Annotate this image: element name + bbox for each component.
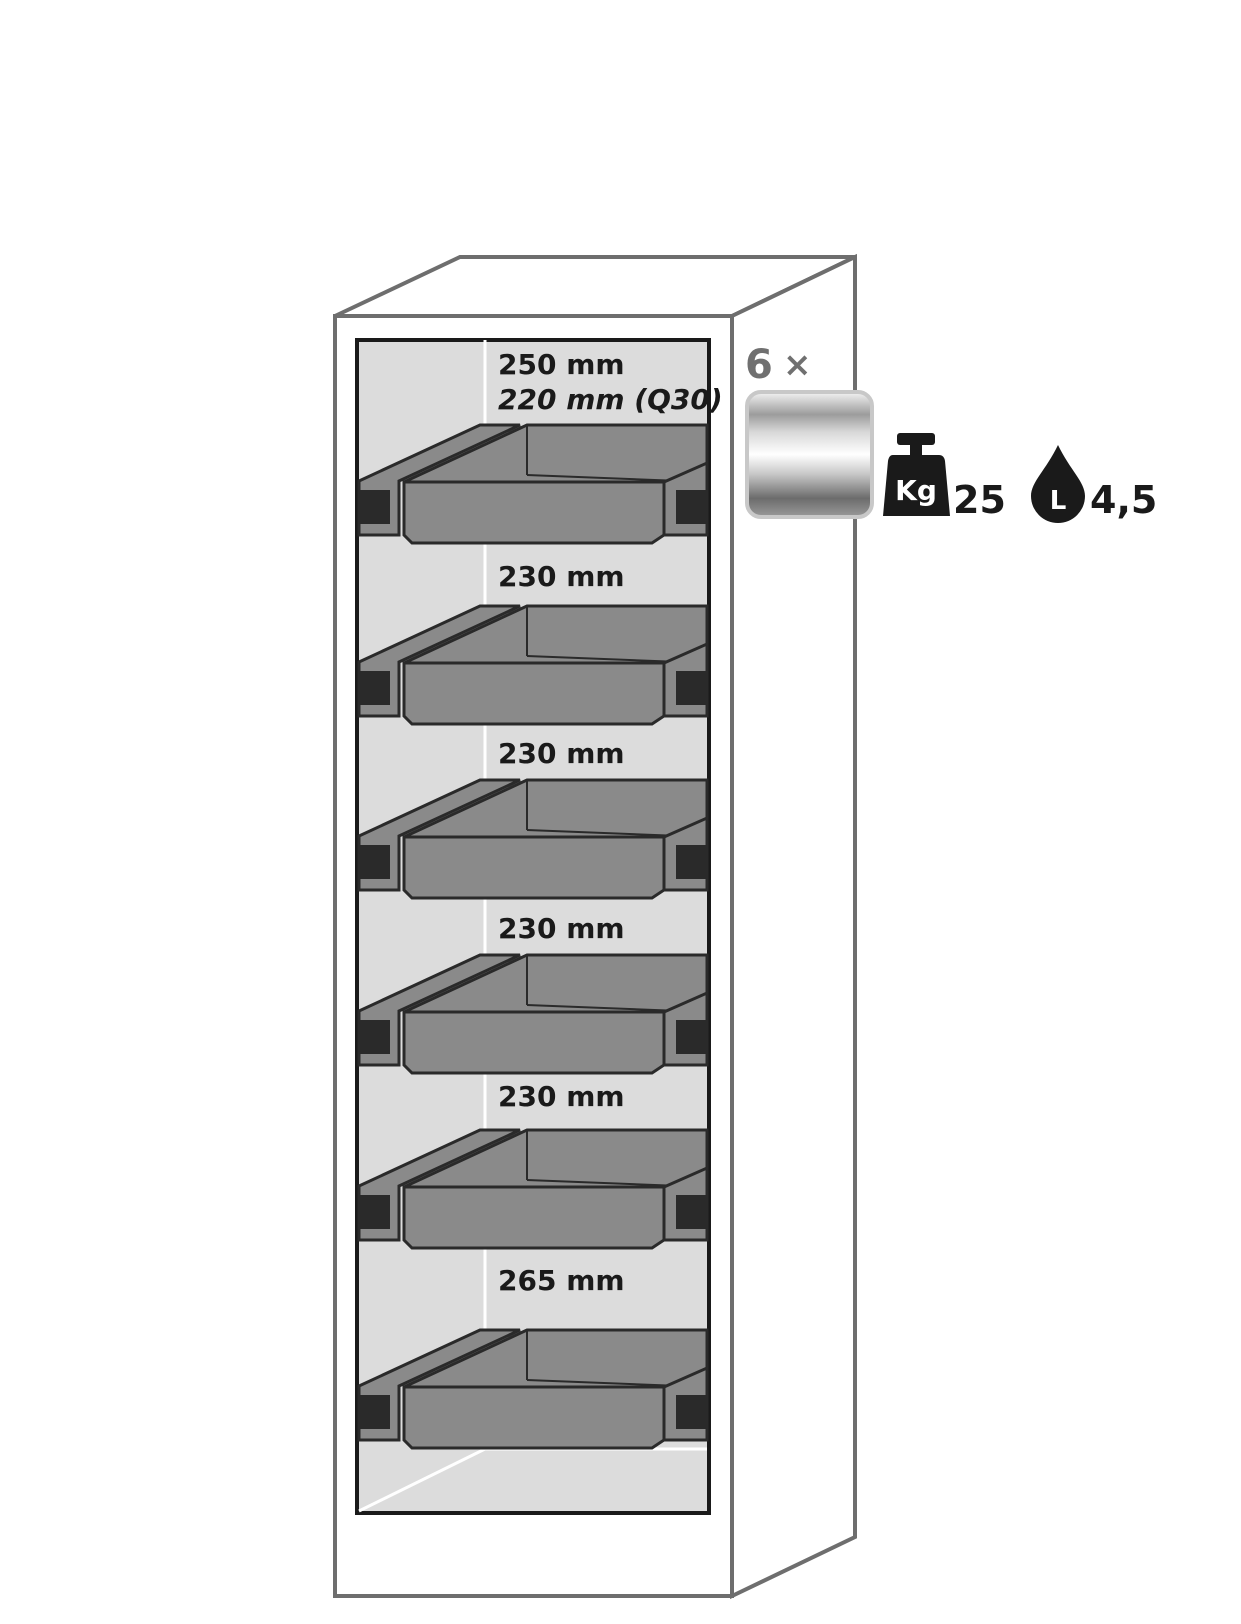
tray-5-front xyxy=(402,1185,666,1250)
weight-kg-icon: Kg xyxy=(883,433,950,516)
floor-edge-diagonal xyxy=(358,1447,486,1513)
drawer-tray-4 xyxy=(357,953,709,1075)
tray-6-left-bracket xyxy=(360,1395,390,1429)
tray-2-front xyxy=(402,661,666,726)
tray-1-right-bracket xyxy=(676,490,707,524)
weight-value: 25 xyxy=(953,478,1006,522)
tray-count-number: 6 xyxy=(745,342,773,388)
tray-6-right-bracket xyxy=(676,1395,707,1429)
volume-icon-label: L xyxy=(1050,486,1067,516)
steel-tray-material-icon xyxy=(745,390,874,519)
tray-4-front xyxy=(402,1010,666,1075)
tray-count: 6 × xyxy=(745,342,812,388)
tray-count-multiplier: × xyxy=(783,345,812,385)
tray-3-left-bracket xyxy=(360,845,390,879)
shelf-1-height: 250 mm xyxy=(498,348,625,381)
drawer-tray-6 xyxy=(357,1328,709,1450)
shelf-1-height-q30: 220 mm (Q30) xyxy=(498,383,723,416)
tray-1-front xyxy=(402,480,666,545)
drawer-tray-3 xyxy=(357,778,709,900)
tray-4-right-bracket xyxy=(676,1020,707,1054)
tray-4-left-bracket xyxy=(360,1020,390,1054)
tray-5-left-bracket xyxy=(360,1195,390,1229)
shelf-6-height: 265 mm xyxy=(498,1264,625,1297)
shelf-3-height: 230 mm xyxy=(498,737,625,770)
weight-icon-label: Kg xyxy=(895,474,937,507)
drawer-tray-1 xyxy=(357,423,709,545)
tray-1-left-bracket xyxy=(360,490,390,524)
tray-3-front xyxy=(402,835,666,900)
shelf-4-height: 230 mm xyxy=(498,912,625,945)
tray-5-right-bracket xyxy=(676,1195,707,1229)
tray-2-right-bracket xyxy=(676,671,707,705)
drawer-tray-2 xyxy=(357,604,709,726)
tray-3-right-bracket xyxy=(676,845,707,879)
shelf-height-labels: 250 mm 220 mm (Q30) 230 mm 230 mm 230 mm… xyxy=(498,348,723,1297)
shelf-5-height: 230 mm xyxy=(498,1080,625,1113)
drawer-trays xyxy=(357,423,709,1450)
tray-6-front xyxy=(402,1385,666,1450)
shelf-2-height: 230 mm xyxy=(498,560,625,593)
volume-value: 4,5 xyxy=(1090,478,1157,522)
tray-2-left-bracket xyxy=(360,671,390,705)
liquid-drop-icon: L xyxy=(1031,445,1085,523)
drawer-tray-5 xyxy=(357,1128,709,1250)
